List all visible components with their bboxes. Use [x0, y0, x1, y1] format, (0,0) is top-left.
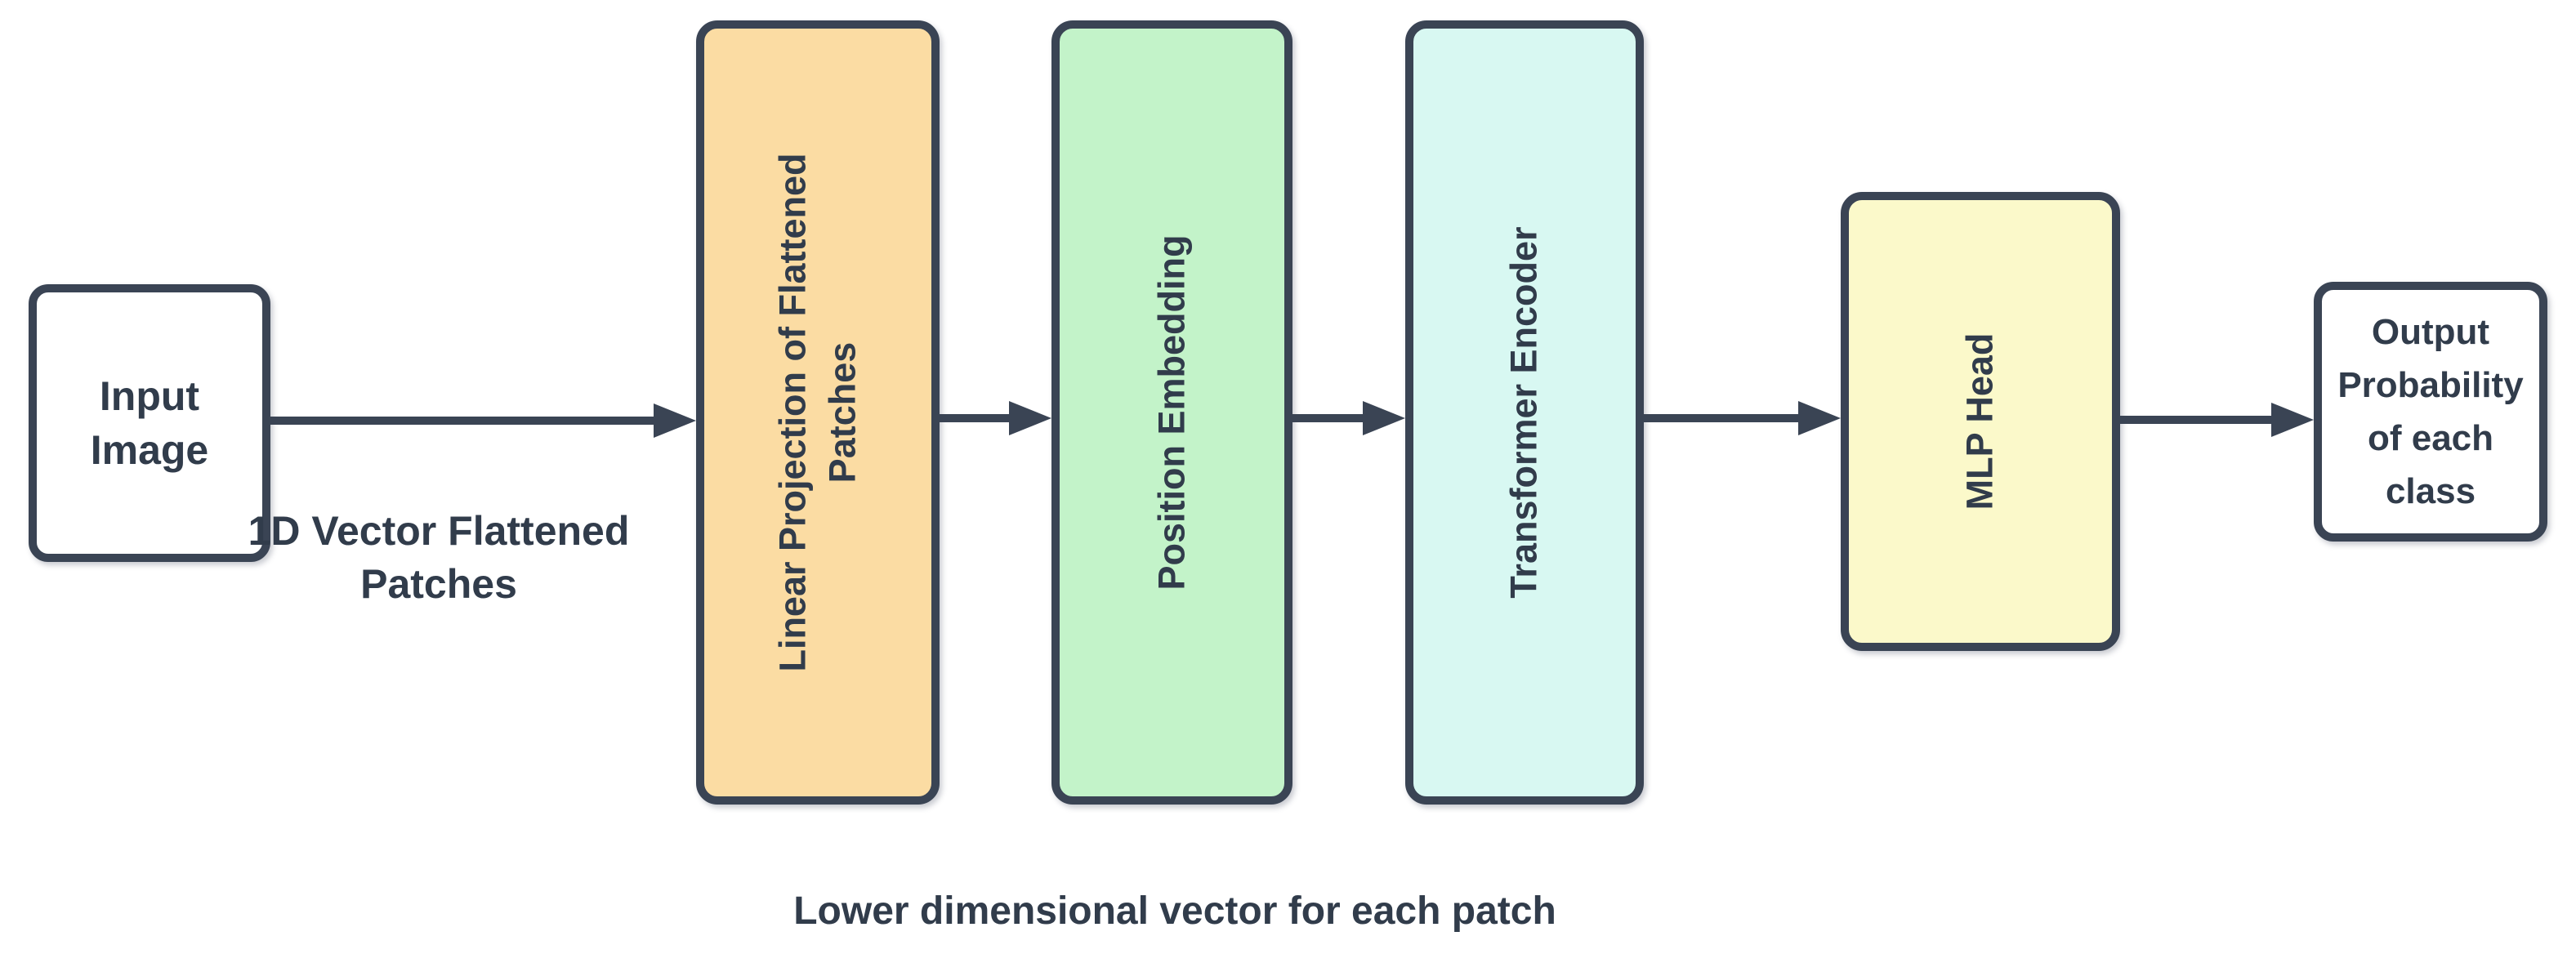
arrow-line — [940, 414, 1016, 422]
arrow-line — [1644, 414, 1805, 422]
arrowhead-icon — [1009, 401, 1051, 435]
node-transformer-encoder-label: Transformer Encoder — [1502, 226, 1545, 599]
node-input-image: Input Image — [29, 284, 270, 562]
arrow-mlp-to-output — [2120, 403, 2314, 437]
node-mlp-head-label: MLP Head — [1958, 332, 2001, 510]
node-transformer-encoder: Transformer Encoder — [1405, 20, 1644, 805]
node-linear-projection-label: Linear Projection of Flattened Patches — [771, 153, 863, 672]
caption-lower-dimensional-vector: Lower dimensional vector for each patch — [793, 889, 1556, 933]
node-mlp-head: MLP Head — [1841, 192, 2120, 651]
arrow-line — [2120, 416, 2278, 424]
arrow-position-to-transformer — [1292, 401, 1405, 435]
node-linear-projection: Linear Projection of Flattened Patches — [696, 20, 940, 805]
node-input-image-label: Input Image — [90, 373, 209, 473]
node-position-embedding: Position Embedding — [1051, 20, 1292, 805]
arrow-transformer-to-mlp — [1644, 401, 1841, 435]
arrowhead-icon — [2271, 403, 2314, 437]
arrowhead-icon — [1363, 401, 1405, 435]
arrow-linear-to-position — [940, 401, 1051, 435]
node-position-embedding-label: Position Embedding — [1150, 234, 1193, 591]
arrow-line — [270, 417, 660, 425]
edge-label-1d-vector-flattened-patches: 1D Vector Flattened Patches — [248, 508, 630, 607]
arrow-input-to-linear — [270, 403, 696, 438]
arrowhead-icon — [1798, 401, 1841, 435]
arrowhead-icon — [654, 403, 696, 438]
arrow-line — [1292, 414, 1369, 422]
node-output-probability-label: Output Probability of each class — [2337, 311, 2524, 512]
node-output-probability: Output Probability of each class — [2314, 282, 2547, 542]
